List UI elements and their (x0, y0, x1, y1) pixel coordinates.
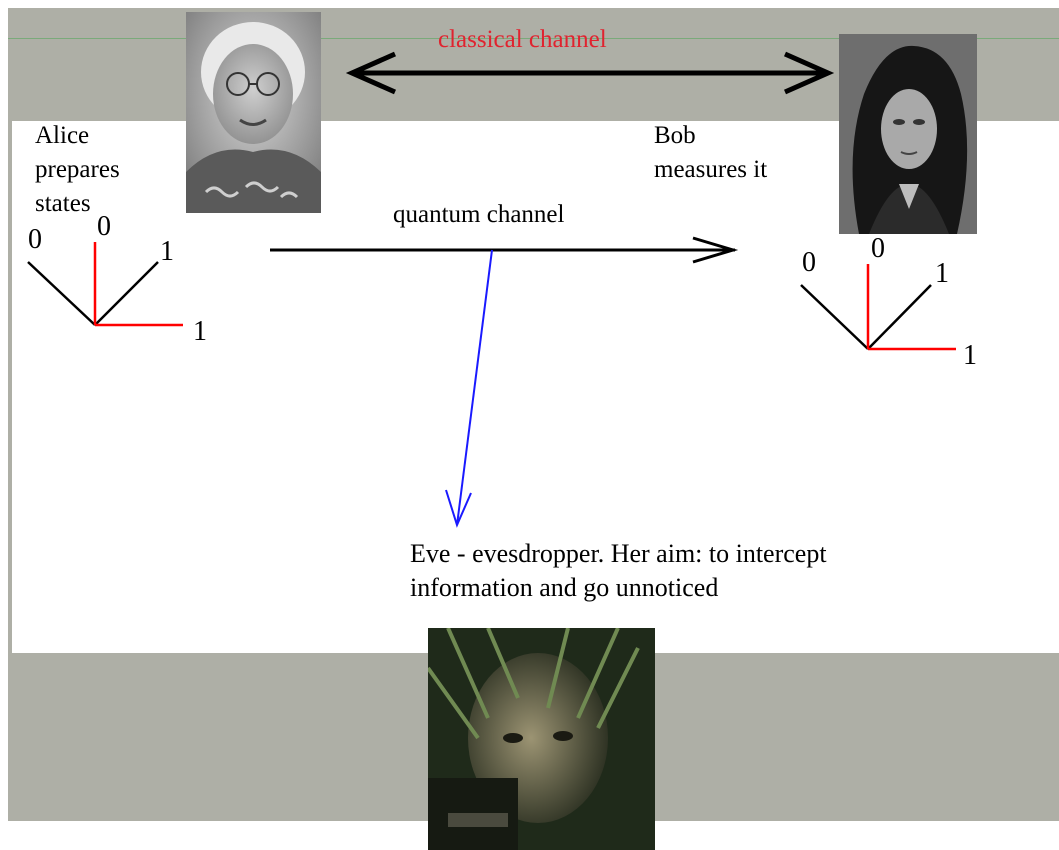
eve-label-line: Eve - evesdropper. Her aim: to intercept (410, 539, 827, 568)
alice-label-line: states (35, 190, 91, 217)
alice-label-line: prepares (35, 156, 120, 183)
eve-photo (428, 628, 655, 850)
quantum-channel-arrow (270, 236, 739, 264)
quantum-channel-label: quantum channel (393, 201, 565, 228)
alice-photo (186, 12, 321, 213)
eve-photo-icon (428, 628, 655, 850)
bob-basis-label: 0 (871, 233, 885, 264)
divider-line (8, 38, 1059, 39)
classical-channel-label: classical channel (438, 26, 607, 53)
bob-basis-diagram (800, 264, 956, 351)
bob-label-line: Bob (654, 122, 696, 149)
left-border (8, 121, 12, 653)
bob-basis-label: 1 (963, 340, 977, 371)
eve-intercept-arrow (445, 249, 493, 528)
classical-channel-arrow (345, 51, 835, 95)
eve-label-line: information and go unnoticed (410, 573, 719, 602)
bob-photo-icon (839, 34, 977, 234)
alice-basis-diagram (27, 242, 183, 327)
bob-photo (839, 34, 977, 234)
bob-basis-label: 0 (802, 247, 816, 278)
bob-label-line: measures it (654, 156, 768, 183)
alice-photo-icon (186, 12, 321, 213)
alice-basis-label: 0 (97, 211, 111, 242)
alice-label-line: Alice (35, 122, 90, 149)
alice-basis-label: 1 (160, 236, 174, 267)
bob-basis-label: 1 (935, 258, 949, 289)
alice-basis-label: 0 (28, 224, 42, 255)
alice-basis-label: 1 (193, 316, 207, 347)
